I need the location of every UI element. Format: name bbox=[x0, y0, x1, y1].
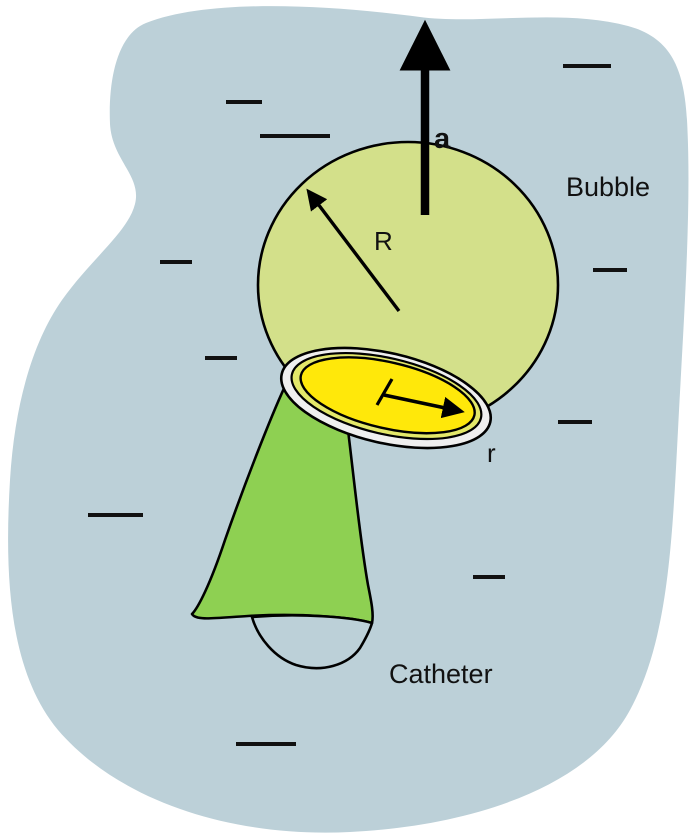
orifice-radius-arrow bbox=[383, 393, 465, 419]
bubble-radius-label: R bbox=[374, 226, 393, 256]
bubble-label: Bubble bbox=[566, 172, 650, 202]
catheter-tube bbox=[190, 370, 374, 670]
catheter-tip-bevel bbox=[250, 614, 374, 670]
bubble-radius-arrow-group bbox=[306, 188, 401, 313]
fluid-marks-group bbox=[88, 64, 627, 746]
bubble-radius-arrow bbox=[306, 188, 401, 313]
orifice-radius-arrow-group bbox=[375, 378, 465, 419]
orifice-center-tick bbox=[375, 378, 394, 406]
acceleration-label: a bbox=[434, 123, 451, 155]
catheter-label: Catheter bbox=[389, 659, 493, 689]
orifice-radius-label: r bbox=[487, 438, 496, 468]
